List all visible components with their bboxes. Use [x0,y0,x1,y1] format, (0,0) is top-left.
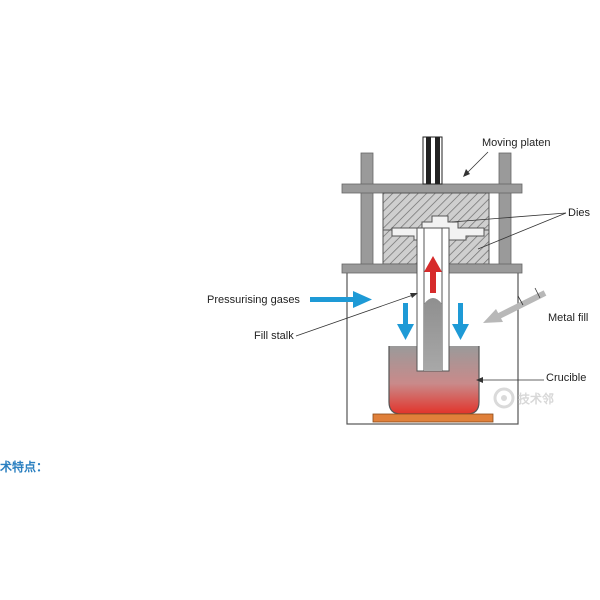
watermark-logo: 技术邻 [493,387,554,409]
gas-down-arrow-right [452,303,469,340]
fill-stalk [416,227,450,372]
tie-bar-left [360,152,374,273]
gas-pressure-arrow [310,291,372,308]
label-metal-fill: Metal fill [548,312,588,324]
heater-plate [372,413,494,423]
watermark-text: 技术邻 [518,391,554,406]
section-heading: 术特点： [0,460,49,474]
label-pressurising-gases: Pressurising gases [207,294,300,306]
label-dies: Dies [568,207,591,219]
label-fill-stalk: Fill stalk [254,330,294,342]
label-crucible: Crucible [546,372,586,384]
gas-down-arrow-left [397,303,414,340]
leader-lines [295,151,567,381]
moving-platen [341,136,523,194]
leader-arrowhead-crucible [476,377,483,383]
tie-bar-right [498,152,512,273]
metal-fill-arrow [483,290,547,323]
leader-arrowhead-stalk [410,293,418,298]
label-moving-platen: Moving platen [482,137,551,149]
leader-arrowhead-platen [463,169,470,177]
metal-rise-arrow [424,256,442,293]
